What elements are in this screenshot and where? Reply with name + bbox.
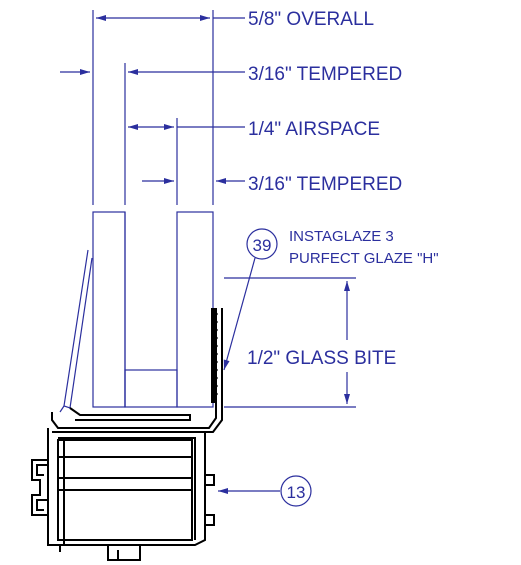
extension-lines	[92, 10, 214, 205]
dimension-airspace: 1/4" AIRSPACE	[128, 119, 380, 140]
dimension-overall: 5/8" OVERALL	[96, 9, 374, 30]
airspace-label: 1/4" AIRSPACE	[248, 119, 380, 140]
overall-label: 5/8" OVERALL	[248, 9, 374, 30]
gasket-label-line1: INSTAGLAZE 3	[289, 228, 394, 245]
glass-bite-label: 1/2" GLASS BITE	[247, 348, 396, 369]
gasket-label-line2: PURFECT GLAZE "H"	[289, 250, 439, 267]
gasket-callout-number: 39	[253, 236, 272, 255]
spacer	[124, 369, 178, 408]
frame-callout: 13	[218, 475, 312, 507]
frame-profile	[31, 308, 223, 561]
glass-unit	[92, 211, 214, 408]
gasket-callout: 39 INSTAGLAZE 3 PURFECT GLAZE "H"	[223, 228, 439, 371]
tempered-outer-label: 3/16" TEMPERED	[248, 64, 402, 85]
dimension-glass-bite: 1/2" GLASS BITE	[224, 277, 396, 408]
outer-lite	[92, 211, 126, 408]
tempered-inner-label: 3/16" TEMPERED	[248, 174, 402, 195]
frame-callout-number: 13	[287, 483, 306, 502]
dimension-tempered-outer: 3/16" TEMPERED	[60, 64, 402, 85]
inner-lite	[176, 211, 214, 408]
glazing-bead	[59, 249, 93, 413]
dimension-tempered-inner: 3/16" TEMPERED	[142, 174, 402, 195]
